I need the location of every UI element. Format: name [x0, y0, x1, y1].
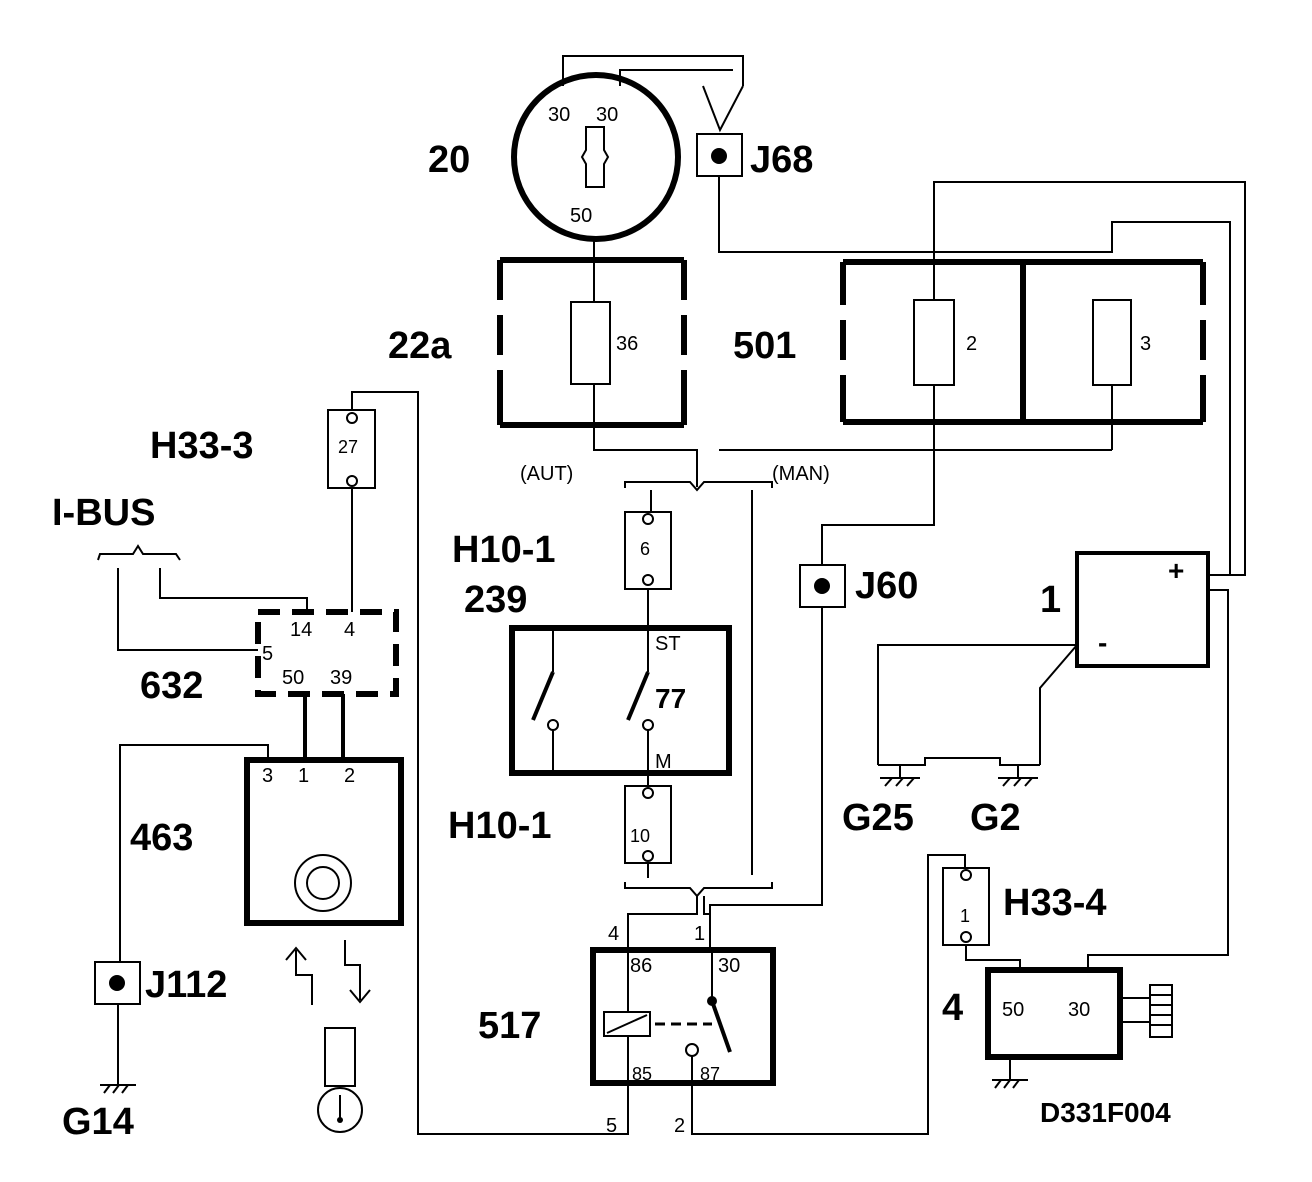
ground-symbol-g2: [998, 765, 1038, 787]
battery-label: 1: [1040, 579, 1061, 621]
ignition-switch: 30 30 50: [511, 72, 681, 242]
ground-g2-label: G2: [970, 797, 1021, 839]
junction-j112: [94, 961, 141, 1005]
ground-symbol-g14: [100, 1084, 136, 1094]
fuse-2-label: 2: [966, 333, 977, 355]
junction-j60: [799, 564, 846, 608]
mode-man-label: (MAN): [772, 463, 830, 485]
relay-outer-pin-4: 4: [608, 923, 619, 945]
relay-outer-pin-1: 1: [694, 923, 705, 945]
junction-j68-label: J68: [750, 139, 813, 181]
module-632-pin-5: 5: [262, 643, 273, 665]
ground-g25-label: G25: [842, 797, 914, 839]
relay-pin-87: 87: [700, 1064, 720, 1084]
module-463: [244, 757, 404, 926]
switch-239-pin-m: M: [655, 751, 672, 773]
fuse-box-501: [840, 259, 1206, 425]
module-632-pin-50: 50: [282, 667, 304, 689]
junction-j60-label: J60: [855, 565, 918, 607]
switch-239-label: 239: [464, 579, 527, 621]
module-463-label: 463: [130, 817, 193, 859]
relay-517: [590, 947, 776, 1086]
ground-symbol-starter: [992, 1079, 1028, 1089]
ground-symbol-g25: [880, 765, 920, 787]
connector-h10-1-top-label: H10-1: [452, 529, 556, 571]
relay-517-label: 517: [478, 1005, 541, 1047]
fuse-box-501-label: 501: [733, 325, 796, 367]
starter-label: 4: [942, 987, 963, 1029]
ibus-label: I-BUS: [52, 492, 155, 534]
module-632-pin-39: 39: [330, 667, 352, 689]
module-463-pin-3: 3: [262, 765, 273, 787]
h33-3-pin-27: 27: [338, 437, 358, 457]
mode-aut-label: (AUT): [520, 463, 573, 485]
battery-plus: +: [1168, 555, 1184, 586]
connector-h33-3-label: H33-3: [150, 425, 254, 467]
module-463-pin-1: 1: [298, 765, 309, 787]
ground-g14-label: G14: [62, 1101, 134, 1143]
switch-239-pin-st: ST: [655, 633, 681, 655]
starter-motor: [985, 967, 1173, 1080]
relay-pin-85: 85: [632, 1064, 652, 1084]
junction-j112-label: J112: [145, 964, 227, 1006]
starter-pin-50: 50: [1002, 999, 1024, 1021]
battery-minus: -: [1098, 627, 1107, 658]
diagram-code: D331F004: [1040, 1097, 1171, 1128]
h10-1-bottom-pin-10: 10: [630, 826, 650, 846]
fuse-36-label: 36: [616, 333, 638, 355]
connector-h10-1-bottom: [624, 785, 672, 864]
h10-1-top-pin-6: 6: [640, 539, 650, 559]
ignition-pin-30b: 30: [596, 104, 618, 126]
relay-outer-pin-2: 2: [674, 1115, 685, 1137]
fuse-3-label: 3: [1140, 333, 1151, 355]
relay-pin-30: 30: [718, 955, 740, 977]
module-632-pin-14: 14: [290, 619, 312, 641]
module-632: [255, 609, 399, 697]
connector-h33-4-label: H33-4: [1003, 882, 1107, 924]
ignition-pin-30a: 30: [548, 104, 570, 126]
module-463-pin-2: 2: [344, 765, 355, 787]
junction-j68: [696, 133, 743, 177]
fuse-box-22a-label: 22a: [388, 325, 452, 367]
relay-pin-86: 86: [630, 955, 652, 977]
h33-4-pin-1: 1: [960, 906, 970, 926]
switch-239: [509, 625, 732, 776]
starter-pin-30: 30: [1068, 999, 1090, 1021]
fuse-box-22a: [497, 257, 687, 428]
battery: [1075, 551, 1210, 668]
relay-outer-pin-5: 5: [606, 1115, 617, 1137]
connector-h10-1-bottom-label: H10-1: [448, 805, 552, 847]
module-632-pin-4: 4: [344, 619, 355, 641]
switch-239-pin-77: 77: [655, 683, 686, 714]
module-632-label: 632: [140, 665, 203, 707]
ignition-pin-50: 50: [570, 205, 592, 227]
ignition-switch-label: 20: [428, 139, 470, 181]
temperature-sensor-icon: [317, 1027, 363, 1133]
